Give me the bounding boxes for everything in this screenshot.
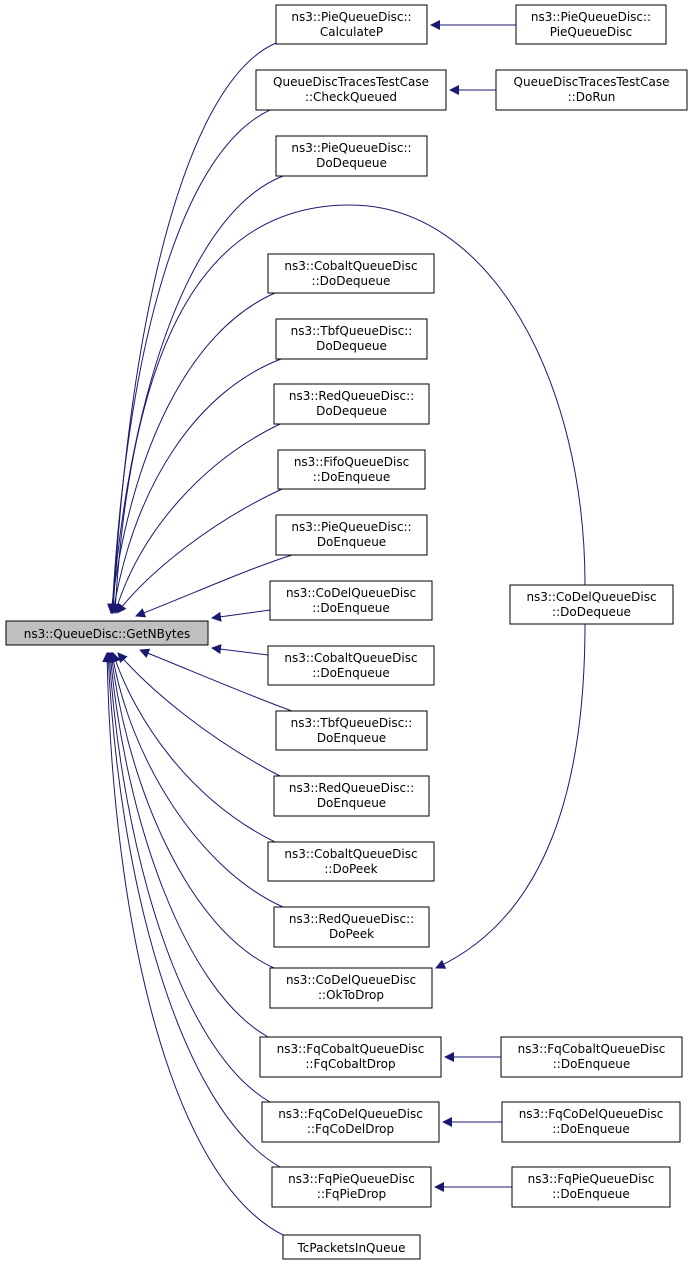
svg-text:ns3::FifoQueueDisc: ns3::FifoQueueDisc xyxy=(294,455,409,469)
edge-reddodequeue-to-getnbytes xyxy=(112,423,281,614)
svg-text:ns3::CobaltQueueDisc: ns3::CobaltQueueDisc xyxy=(284,259,417,273)
svg-text:ns3::RedQueueDisc::: ns3::RedQueueDisc:: xyxy=(289,912,414,926)
node-codelqueuedisc-doenqueue[interactable]: ns3::CoDelQueueDisc ::DoEnqueue xyxy=(269,580,433,621)
node-redqueuedisc-dopeek[interactable]: ns3::RedQueueDisc:: DoPeek xyxy=(273,906,430,948)
svg-text:::DoEnqueue: ::DoEnqueue xyxy=(552,1122,629,1136)
edge-fqpiedrop-to-getnbytes xyxy=(103,652,281,1168)
svg-text:ns3::RedQueueDisc::: ns3::RedQueueDisc:: xyxy=(289,781,414,795)
svg-text:ns3::TbfQueueDisc::: ns3::TbfQueueDisc:: xyxy=(291,716,413,730)
node-redqueuedisc-dodequeue[interactable]: ns3::RedQueueDisc:: DoDequeue xyxy=(273,383,430,425)
node-queuedisctracestestcase-checkqueued[interactable]: QueueDiscTracesTestCase ::CheckQueued xyxy=(255,69,447,111)
svg-text:::DoEnqueue: ::DoEnqueue xyxy=(312,601,389,615)
svg-text:DoDequeue: DoDequeue xyxy=(316,339,387,353)
svg-text:ns3::RedQueueDisc::: ns3::RedQueueDisc:: xyxy=(289,389,414,403)
edge-cobaltdodequeue-to-getnbytes xyxy=(107,292,276,614)
node-piequeuedisc-doenqueue[interactable]: ns3::PieQueueDisc:: DoEnqueue xyxy=(275,514,428,556)
node-fqcodelqueuedisc-doenqueue[interactable]: ns3::FqCoDelQueueDisc ::DoEnqueue xyxy=(501,1101,681,1143)
svg-text:::DoEnqueue: ::DoEnqueue xyxy=(312,666,389,680)
svg-text:DoDequeue: DoDequeue xyxy=(316,156,387,170)
edge-calculatep-to-getnbytes xyxy=(108,42,277,614)
svg-text:QueueDiscTracesTestCase: QueueDiscTracesTestCase xyxy=(514,75,670,89)
edge-tbfdodequeue-to-getnbytes xyxy=(109,358,282,614)
svg-text:ns3::CoDelQueueDisc: ns3::CoDelQueueDisc xyxy=(286,973,416,987)
edge-cobaltdopeek-to-getnbytes xyxy=(111,652,276,843)
node-fqcobaltqueuedisc-fqcobaltdrop[interactable]: ns3::FqCobaltQueueDisc ::FqCobaltDrop xyxy=(259,1036,442,1078)
node-cobaltqueuedisc-doenqueue[interactable]: ns3::CobaltQueueDisc ::DoEnqueue xyxy=(267,645,435,686)
svg-text:ns3::FqCobaltQueueDisc: ns3::FqCobaltQueueDisc xyxy=(518,1042,666,1056)
svg-text:ns3::PieQueueDisc::: ns3::PieQueueDisc:: xyxy=(291,141,411,155)
svg-text:ns3::FqPieQueueDisc: ns3::FqPieQueueDisc xyxy=(288,1172,415,1186)
svg-text:::DoEnqueue: ::DoEnqueue xyxy=(313,470,390,484)
svg-text:::FqCoDelDrop: ::FqCoDelDrop xyxy=(307,1122,394,1136)
edge-fqcodeldrop-to-getnbytes xyxy=(104,652,271,1103)
svg-text:ns3::CobaltQueueDisc: ns3::CobaltQueueDisc xyxy=(284,847,417,861)
svg-text:ns3::FqCoDelQueueDisc: ns3::FqCoDelQueueDisc xyxy=(278,1107,423,1121)
node-cobaltqueuedisc-dodequeue[interactable]: ns3::CobaltQueueDisc ::DoDequeue xyxy=(267,253,435,294)
svg-text:PieQueueDisc: PieQueueDisc xyxy=(550,25,633,39)
edge-codeldodequeue-to-oktodrop xyxy=(435,623,586,969)
svg-text:DoPeek: DoPeek xyxy=(329,927,374,941)
svg-text:::OkToDrop: ::OkToDrop xyxy=(318,988,384,1002)
svg-text:TcPacketsInQueue: TcPacketsInQueue xyxy=(297,1241,406,1255)
svg-text:ns3::FqCoDelQueueDisc: ns3::FqCoDelQueueDisc xyxy=(519,1107,664,1121)
svg-text:CalculateP: CalculateP xyxy=(320,25,383,39)
svg-text:ns3::CoDelQueueDisc: ns3::CoDelQueueDisc xyxy=(286,586,416,600)
edge-reddopeek-to-getnbytes xyxy=(108,652,284,908)
svg-text:DoDequeue: DoDequeue xyxy=(316,404,387,418)
edge-checkqueued-to-getnbytes xyxy=(107,109,271,614)
root-node-label: ns3::QueueDisc::GetNBytes xyxy=(24,627,191,641)
svg-text:ns3::PieQueueDisc::: ns3::PieQueueDisc:: xyxy=(291,520,411,534)
node-fifoqueuedisc-doenqueue[interactable]: ns3::FifoQueueDisc ::DoEnqueue xyxy=(277,449,426,490)
svg-text:ns3::CobaltQueueDisc: ns3::CobaltQueueDisc xyxy=(284,651,417,665)
svg-text:::DoPeek: ::DoPeek xyxy=(324,862,377,876)
node-codelqueuedisc-dodequeue[interactable]: ns3::CoDelQueueDisc ::DoDequeue xyxy=(509,584,674,625)
node-tbfqueuedisc-dodequeue[interactable]: ns3::TbfQueueDisc:: DoDequeue xyxy=(275,318,428,360)
node-codelqueuedisc-oktodrop[interactable]: ns3::CoDelQueueDisc ::OkToDrop xyxy=(269,967,433,1009)
node-fqpiequeuedisc-fqpiedrop[interactable]: ns3::FqPieQueueDisc ::FqPieDrop xyxy=(271,1166,432,1208)
node-piequeuedisc-dodequeue[interactable]: ns3::PieQueueDisc:: DoDequeue xyxy=(275,135,428,177)
node-piequeuedisc-calculatep[interactable]: ns3::PieQueueDisc:: CalculateP xyxy=(275,4,428,45)
node-fqcodelqueuedisc-fqcodeldrop[interactable]: ns3::FqCoDelQueueDisc ::FqCoDelDrop xyxy=(261,1101,440,1143)
svg-text:DoEnqueue: DoEnqueue xyxy=(317,731,386,745)
svg-text:::FqCobaltDrop: ::FqCobaltDrop xyxy=(305,1057,395,1071)
edge-piedodequeue-to-getnbytes xyxy=(107,175,284,614)
svg-text:ns3::CoDelQueueDisc: ns3::CoDelQueueDisc xyxy=(526,590,656,604)
edge-fqcobaltdrop-to-getnbytes xyxy=(105,652,269,1038)
edge-fifodoenqueue-to-getnbytes xyxy=(116,488,283,614)
svg-text:::FqPieDrop: ::FqPieDrop xyxy=(317,1187,386,1201)
edge-codeldoenqueue-to-getnbytes xyxy=(211,609,271,622)
edge-tcpackets-to-getnbytes xyxy=(102,652,286,1237)
root-node-getnbytes[interactable]: ns3::QueueDisc::GetNBytes xyxy=(5,620,209,646)
node-queuedisctracestestcase-dorun[interactable]: QueueDiscTracesTestCase ::DoRun xyxy=(495,69,688,111)
node-fqpiequeuedisc-doenqueue[interactable]: ns3::FqPieQueueDisc ::DoEnqueue xyxy=(511,1166,671,1208)
node-fqcobaltqueuedisc-doenqueue[interactable]: ns3::FqCobaltQueueDisc ::DoEnqueue xyxy=(500,1036,683,1078)
svg-text:::DoEnqueue: ::DoEnqueue xyxy=(552,1187,629,1201)
svg-text:::CheckQueued: ::CheckQueued xyxy=(305,90,397,104)
edge-codeldodequeue-to-getnbytes xyxy=(110,204,586,614)
svg-text:::DoDequeue: ::DoDequeue xyxy=(552,605,631,619)
edge-reddoenqueue-to-getnbytes xyxy=(117,652,281,777)
svg-text:ns3::FqCobaltQueueDisc: ns3::FqCobaltQueueDisc xyxy=(277,1042,425,1056)
svg-text:DoEnqueue: DoEnqueue xyxy=(317,796,386,810)
svg-text:ns3::FqPieQueueDisc: ns3::FqPieQueueDisc xyxy=(528,1172,655,1186)
edge-cobaltdoenqueue-to-getnbytes xyxy=(211,644,269,656)
edge-tbfdoenqueue-to-getnbytes xyxy=(139,648,293,712)
node-cobaltqueuedisc-dopeek[interactable]: ns3::CobaltQueueDisc ::DoPeek xyxy=(267,841,435,882)
svg-text:DoEnqueue: DoEnqueue xyxy=(317,535,386,549)
svg-text:::DoRun: ::DoRun xyxy=(568,90,616,104)
svg-text:ns3::TbfQueueDisc::: ns3::TbfQueueDisc:: xyxy=(291,324,413,338)
svg-text:ns3::PieQueueDisc::: ns3::PieQueueDisc:: xyxy=(291,10,411,24)
svg-text:::DoDequeue: ::DoDequeue xyxy=(312,274,391,288)
node-tbfqueuedisc-doenqueue[interactable]: ns3::TbfQueueDisc:: DoEnqueue xyxy=(275,710,428,751)
edge-oktodrop-to-getnbytes xyxy=(107,652,275,969)
svg-text:ns3::PieQueueDisc::: ns3::PieQueueDisc:: xyxy=(531,10,651,24)
node-redqueuedisc-doenqueue[interactable]: ns3::RedQueueDisc:: DoEnqueue xyxy=(273,775,430,817)
svg-text:::DoEnqueue: ::DoEnqueue xyxy=(553,1057,630,1071)
node-piequeuedisc-piequeuedisc[interactable]: ns3::PieQueueDisc:: PieQueueDisc xyxy=(515,4,667,45)
svg-text:QueueDiscTracesTestCase: QueueDiscTracesTestCase xyxy=(273,75,429,89)
node-tcpacketsinqueue[interactable]: TcPacketsInQueue xyxy=(282,1234,421,1260)
edge-piedoenqueue-to-getnbytes xyxy=(135,554,293,618)
